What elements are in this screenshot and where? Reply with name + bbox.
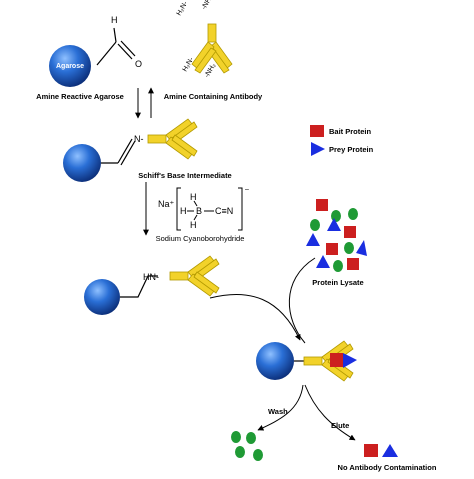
lysate-bait-4 [347, 258, 359, 270]
lysate-contaminant-5 [333, 260, 343, 272]
ip-bait-protein [330, 353, 343, 367]
anion-charge: – [245, 186, 249, 193]
reducer-label: Sodium Cyanoborohydride [156, 234, 245, 243]
bracket-right [238, 187, 243, 231]
legend-prey-swatch [311, 142, 325, 156]
amine-containing-antibody-label: Amine Containing Antibody [164, 92, 263, 101]
schiff-n: N- [134, 134, 144, 144]
nitrile: C≡N [215, 206, 233, 216]
lysate-prey-2 [306, 233, 320, 246]
wash-arrow [257, 384, 304, 431]
legend-bait-swatch [310, 125, 324, 137]
agarose-bead-label: Agarose [56, 63, 84, 70]
lysate-contaminant-2 [348, 208, 358, 220]
lysate-prey-1 [327, 218, 341, 231]
agarose-bead [49, 45, 91, 87]
legend-bait-label: Bait Protein [329, 127, 372, 136]
washed-contaminants [231, 431, 263, 461]
lysate-prey-3 [356, 240, 367, 256]
amine-group-1: H₂N- [176, 0, 190, 17]
washed-contaminant-1 [231, 431, 241, 443]
lysate-bait-3 [326, 243, 338, 255]
protein-lysate-label: Protein Lysate [312, 278, 363, 287]
bracket-left [176, 187, 181, 231]
aldehyde-bond [96, 41, 117, 66]
eluted-prey-protein [382, 444, 398, 457]
secondary-amine: HN- [143, 272, 159, 282]
schiff-double-bond-2 [120, 140, 136, 166]
hydride-bottom: H [190, 220, 197, 230]
aldehyde-h: H [111, 15, 118, 25]
lysate-contaminant-3 [310, 219, 320, 231]
amine-reactive-agarose-label: Amine Reactive Agarose [36, 92, 124, 101]
eluted-bait-protein [364, 444, 378, 457]
washed-contaminant-3 [235, 446, 245, 458]
coupled-bead [84, 279, 120, 315]
no-contamination-label: No Antibody Contamination [338, 463, 437, 472]
boron: B [196, 206, 202, 216]
sodium-ion: Na⁺ [158, 199, 175, 209]
lysate-arrow [288, 257, 316, 344]
elute-arrow [304, 384, 356, 441]
schiff-double-bond-1 [117, 138, 133, 164]
hydride-left: H [180, 206, 187, 216]
bh-bond-bottom [193, 214, 198, 221]
lysate-contaminant-4 [344, 242, 354, 254]
wash-label: Wash [268, 407, 288, 416]
washed-contaminant-4 [253, 449, 263, 461]
aldehyde-o: O [135, 59, 142, 69]
carbonyl-bond-2 [120, 40, 136, 57]
aldehyde-h-bond [113, 27, 117, 43]
elute-label: Elute [331, 421, 349, 430]
legend: Bait Protein Prey Protein [310, 125, 374, 156]
binding-arrow [209, 294, 301, 341]
carbonyl-bond-1 [117, 43, 133, 60]
coupled-antibody [169, 255, 220, 297]
ip-prey-protein [343, 353, 357, 368]
lysate-prey-4 [316, 255, 330, 268]
coupled-linker [120, 275, 158, 298]
schiff-base-label: Schiff's Base Intermediate [138, 171, 231, 180]
schiff-antibody [147, 118, 198, 160]
protein-lysate-cluster [306, 199, 367, 272]
lysate-bait-2 [344, 226, 356, 238]
bh-bond-top [193, 200, 198, 207]
lysate-bait-1 [316, 199, 328, 211]
amine-group-2: -NH₂ [201, 0, 215, 11]
ip-bead [256, 342, 294, 380]
hydride-top: H [190, 192, 197, 202]
lysate-contaminant-1 [331, 210, 341, 222]
washed-contaminant-2 [246, 432, 256, 444]
schiff-bead [63, 144, 101, 182]
legend-prey-label: Prey Protein [329, 145, 374, 154]
